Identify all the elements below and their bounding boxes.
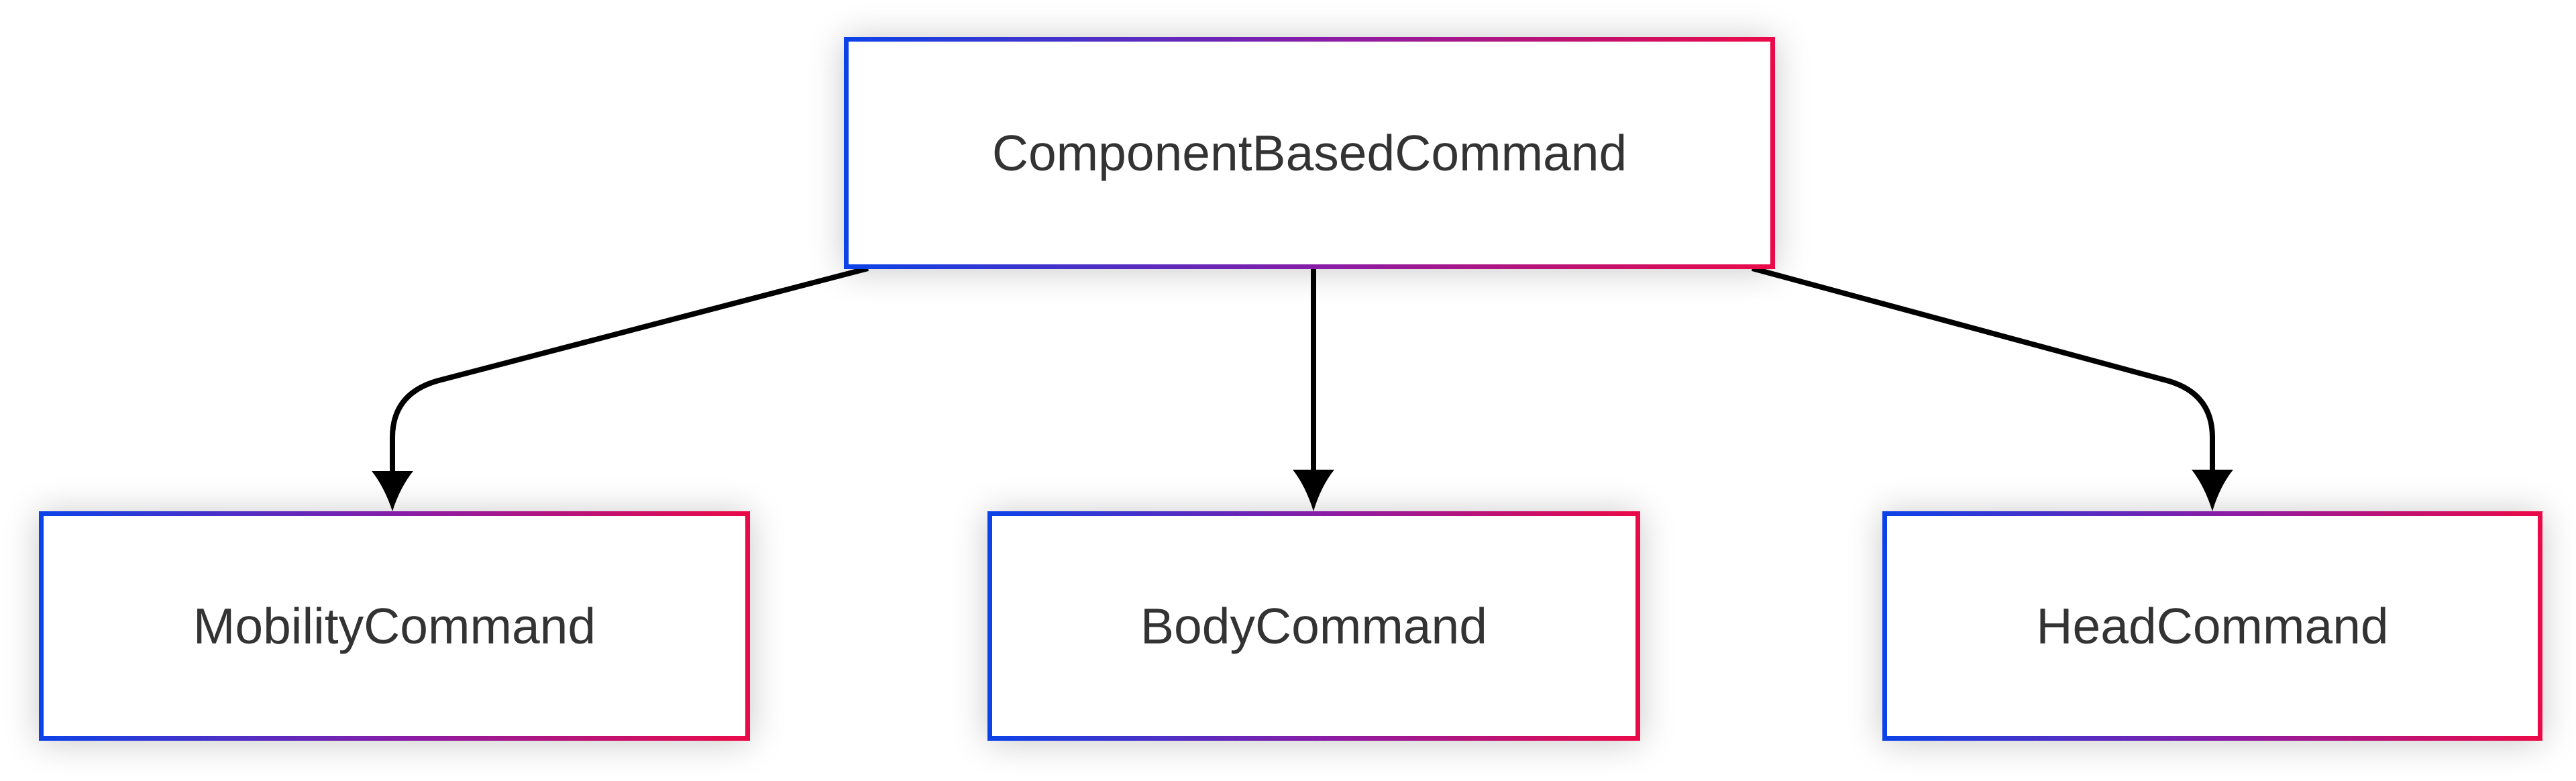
edge-line [1751, 266, 2215, 478]
node-mobility-command: MobilityCommand [39, 511, 750, 741]
edge-root-to-body [1293, 268, 1334, 511]
node-label: HeadCommand [2036, 597, 2389, 654]
node-fill: MobilityCommand [44, 516, 745, 736]
node-label: MobilityCommand [193, 597, 596, 654]
edge-line [390, 266, 869, 478]
node-label: BodyCommand [1140, 597, 1487, 654]
node-head-command: HeadCommand [1882, 511, 2542, 741]
arrowhead-icon [2192, 470, 2233, 511]
edge-root-to-mobility [372, 266, 869, 511]
node-fill: BodyCommand [992, 516, 1635, 736]
node-component-based-command: ComponentBasedCommand [844, 37, 1775, 269]
arrowhead-icon [372, 471, 413, 511]
arrowhead-icon [1293, 470, 1334, 511]
edge-root-to-head [1751, 266, 2233, 511]
node-fill: HeadCommand [1887, 516, 2538, 736]
node-body-command: BodyCommand [987, 511, 1640, 741]
node-label: ComponentBasedCommand [991, 124, 1627, 181]
node-fill: ComponentBasedCommand [849, 42, 1770, 264]
